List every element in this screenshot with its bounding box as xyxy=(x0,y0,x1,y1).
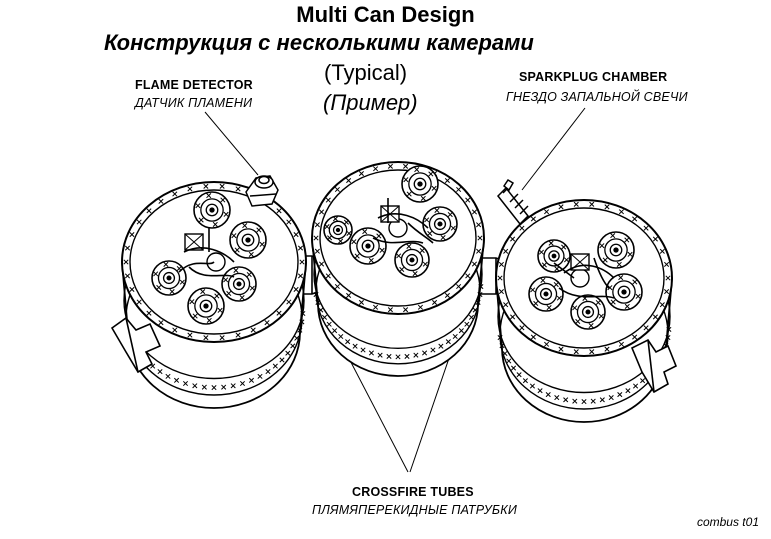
sparkplug-leader xyxy=(521,107,586,191)
crossfire-tubes-label-en: CROSSFIRE TUBES xyxy=(352,485,474,499)
diagram-title-en: Multi Can Design xyxy=(296,2,475,27)
right-side-flange xyxy=(630,338,678,394)
combustion-can-left xyxy=(121,181,307,409)
combustion-can-center xyxy=(311,161,485,377)
diagram-title-ru: Конструкция с несколькими камерами xyxy=(104,30,534,55)
flame-detector xyxy=(245,175,279,207)
crossfire-tubes-label-ru: ПЛЯМЯПЕРЕКИДНЫЕ ПАТРУБКИ xyxy=(312,503,517,517)
subtitle-ru: (Пример) xyxy=(323,90,418,115)
subtitle-en: (Typical) xyxy=(324,60,408,85)
combustion-can-right xyxy=(495,199,673,423)
flame-detector-leader xyxy=(204,111,259,176)
left-side-flange xyxy=(110,316,162,374)
sparkplug-chamber-label-en: SPARKPLUG CHAMBER xyxy=(519,70,668,84)
sparkplug-chamber-label-ru: ГНЕЗДО ЗАПАЛЬНОЙ СВЕЧИ xyxy=(506,90,688,104)
flame-detector-label-en: FLAME DETECTOR xyxy=(135,78,253,92)
flame-detector-label-ru: ДАТЧИК ПЛАМЕНИ xyxy=(135,96,253,110)
figure-code: combus t01 xyxy=(696,515,759,529)
spark-plug xyxy=(496,178,530,226)
